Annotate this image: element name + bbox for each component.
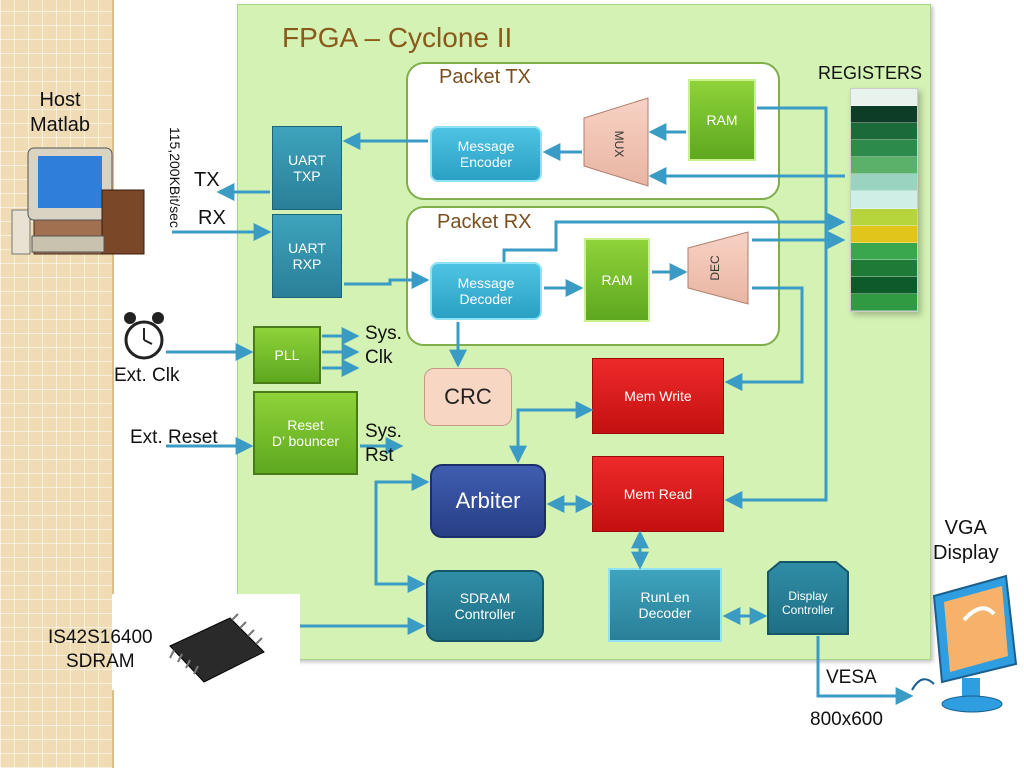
crc-block: CRC — [424, 368, 512, 426]
sdram-chip-label: IS42S16400 SDRAM — [48, 627, 153, 672]
reset-debouncer-block: Reset D’ bouncer — [253, 391, 358, 475]
register-band — [851, 293, 917, 312]
display-controller-block — [767, 561, 849, 635]
host-label: Host Matlab — [30, 89, 91, 136]
mem-write-block: Mem Write — [592, 358, 724, 434]
computer-icon — [11, 147, 145, 255]
left-decor-stripe — [0, 0, 114, 768]
resolution-label: 800x600 — [810, 709, 883, 730]
register-band — [851, 208, 917, 226]
register-band — [851, 157, 917, 175]
sys-rst-label: Sys. Rst — [365, 421, 402, 466]
register-band — [851, 276, 917, 294]
mem-read-block: Mem Read — [592, 456, 724, 532]
decoder-to-registers-wire — [502, 213, 846, 262]
register-band — [851, 123, 917, 141]
dec-to-memwrite-wire — [724, 286, 804, 391]
diagram-title: FPGA – Cyclone II — [282, 22, 513, 53]
runlen-decoder-block: RunLen Decoder — [608, 568, 722, 642]
uart-txp-block: UART TXP — [272, 126, 342, 210]
vga-monitor-icon — [911, 574, 1018, 713]
sdram-controller-block: SDRAM Controller — [426, 570, 544, 642]
dec-label: DEC — [708, 255, 722, 281]
sdram-chip-icon — [169, 613, 265, 683]
vga-display-label: VGA Display — [933, 517, 999, 564]
display-vga-wire — [816, 636, 914, 705]
register-band — [851, 89, 917, 107]
message-encoder-block: Message Encoder — [430, 126, 542, 182]
uart-rxp-block: UART RXP — [272, 214, 342, 298]
tx-ram-to-memread-wire — [724, 106, 828, 509]
register-band — [851, 174, 917, 192]
packet-rx-title: Packet RX — [437, 211, 532, 233]
register-band — [851, 191, 917, 209]
rx-label: RX — [198, 207, 226, 229]
arbiter-sdram-wire — [374, 473, 430, 593]
arbiter-block: Arbiter — [430, 464, 546, 538]
baud-rate-label: 115,200KBit/sec — [167, 127, 183, 228]
alarm-clock-icon — [124, 312, 164, 360]
pll-block: PLL — [253, 326, 321, 384]
registers-stack — [850, 88, 918, 312]
display-controller-label: Display Controller — [781, 589, 835, 617]
tx-label: TX — [194, 169, 220, 191]
rx-ram-block: RAM — [584, 238, 650, 322]
uart-to-decoder-wire — [344, 271, 430, 289]
memwrite-arbiter-wire — [509, 401, 594, 464]
registers-label: REGISTERS — [818, 63, 923, 83]
mux-label: MUX — [612, 130, 626, 158]
register-band — [851, 140, 917, 158]
tx-ram-block: RAM — [688, 79, 756, 161]
dec-block — [687, 231, 749, 305]
vesa-label: VESA — [826, 667, 877, 688]
ext-reset-label: Ext. Reset — [130, 427, 218, 448]
sys-clk-label: Sys. Clk — [365, 323, 402, 368]
register-band — [851, 259, 917, 277]
register-band — [851, 225, 917, 243]
packet-tx-title: Packet TX — [439, 66, 531, 88]
register-band — [851, 106, 917, 124]
mux-block — [583, 97, 649, 187]
message-decoder-block: Message Decoder — [430, 262, 542, 320]
register-band — [851, 242, 917, 260]
ext-clk-label: Ext. Clk — [114, 365, 180, 386]
